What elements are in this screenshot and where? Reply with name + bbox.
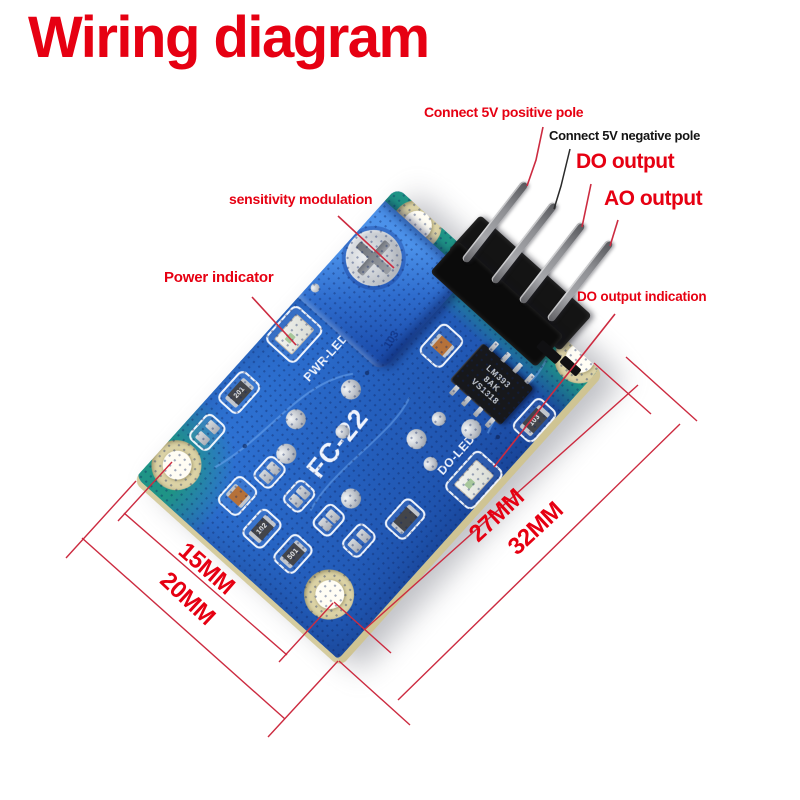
pot-rivet [308, 281, 322, 295]
label-power-indicator: Power indicator [164, 269, 274, 286]
solder-joint [281, 405, 310, 434]
resistor-box [382, 495, 429, 543]
dim-tick [65, 480, 137, 559]
empty-pad-box [309, 501, 348, 540]
leader-positive [526, 126, 544, 187]
resistor-code: 102 [255, 521, 269, 536]
resistor-code: 201 [232, 385, 247, 400]
chip-leg [448, 384, 460, 397]
dim-tick [338, 660, 411, 726]
resistor-501-box: 501 [270, 531, 316, 577]
pot-dial [334, 218, 414, 298]
chip-leg [460, 395, 472, 407]
label-do-output: DO output [576, 150, 675, 173]
label-5v-positive: Connect 5V positive pole [424, 104, 584, 120]
chip-marking: LM393 8AK VS1318 [469, 362, 515, 407]
smd-resistor [390, 503, 420, 535]
hole-center [155, 444, 197, 486]
label-5v-negative: Connect 5V negative pole [549, 128, 701, 143]
hole-center [308, 574, 350, 616]
mounting-hole [293, 559, 365, 630]
solder-pad [204, 419, 221, 435]
smd-resistor: 102 [247, 514, 277, 544]
smd-resistor: 501 [278, 539, 308, 569]
empty-pad-box [339, 520, 379, 561]
solder-pad [346, 537, 363, 554]
solder-joint [336, 484, 366, 513]
label-do-indication: DO output indication [577, 289, 707, 304]
dim-tick [267, 660, 339, 738]
resistor-code: 501 [286, 546, 300, 561]
smd-resistor: 103 [518, 403, 551, 437]
leader-negative [553, 148, 571, 210]
solder-pad [194, 430, 211, 446]
do-led [453, 459, 495, 501]
smd-capacitor [224, 483, 251, 509]
solder-joint [428, 408, 449, 429]
dim-tick [593, 362, 652, 415]
page-title: Wiring diagram [28, 5, 430, 70]
solder-pad [355, 528, 372, 544]
label-sensitivity: sensitivity modulation [229, 191, 373, 207]
power-led [273, 313, 315, 356]
capacitor-box [416, 320, 466, 371]
resistor-code: 103 [527, 413, 542, 428]
pot-marking: 103 [381, 328, 402, 351]
label-ao-output: AO output [604, 187, 703, 210]
chip-leg [484, 416, 496, 429]
smd-resistor: 201 [223, 376, 255, 409]
led-chip [284, 332, 296, 344]
smd-capacitor [428, 333, 455, 359]
leader-do-output [581, 183, 592, 228]
dim-tick [625, 356, 698, 422]
resistor-102-box: 102 [239, 505, 285, 552]
solder-joint [402, 425, 431, 454]
chip-leg [472, 406, 484, 418]
led-chip [464, 478, 476, 490]
